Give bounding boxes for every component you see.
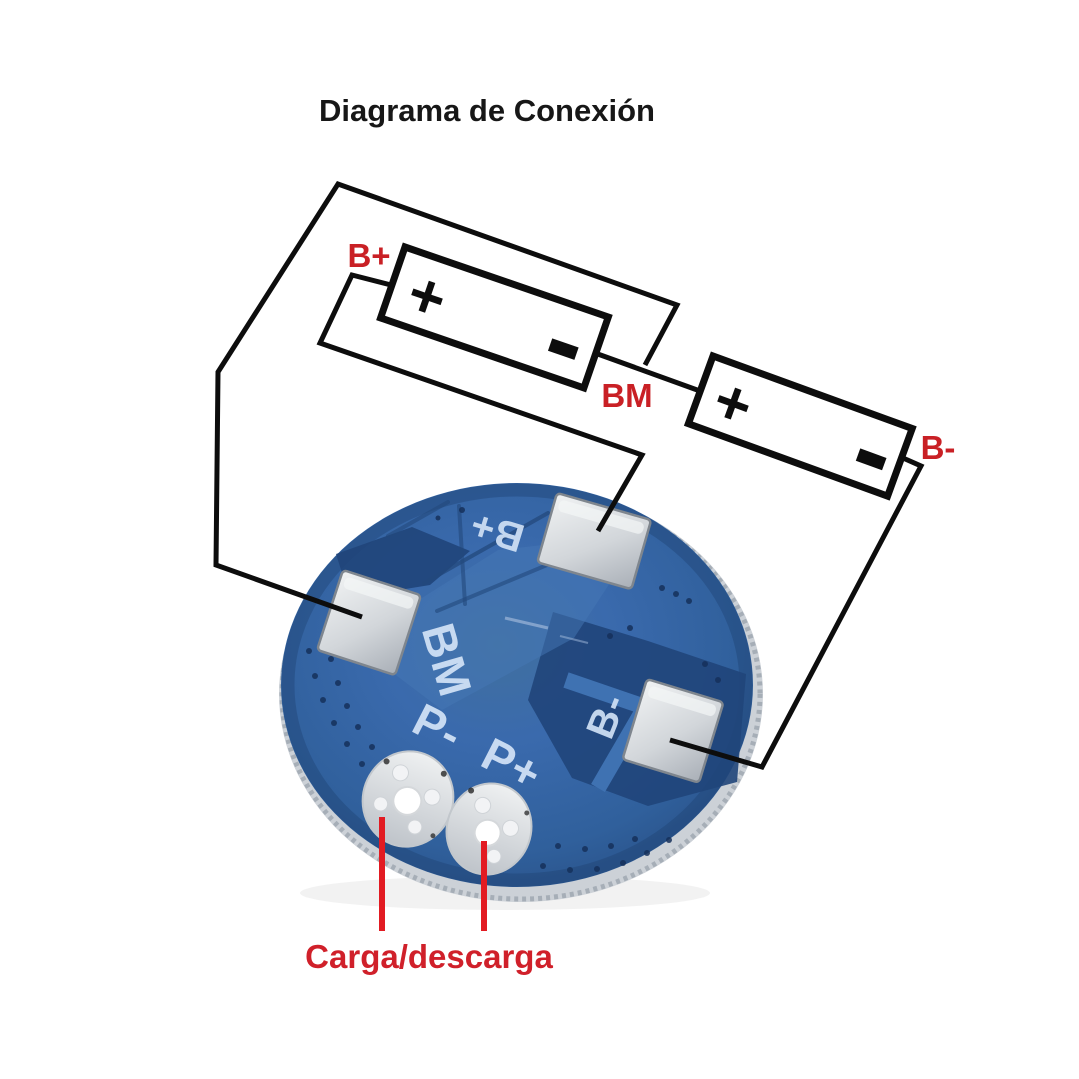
- pad-b-minus: [622, 678, 724, 783]
- wire-label-b-plus: B+: [347, 237, 390, 274]
- battery2-body: [683, 351, 917, 501]
- pcb-edge-shade: [281, 483, 753, 887]
- pad-p-minus: [361, 750, 455, 848]
- battery1-body: [376, 242, 613, 393]
- wire-label-bm: BM: [601, 377, 652, 414]
- wire-b-minus: [669, 455, 925, 770]
- battery-1: + -: [376, 242, 613, 405]
- wires: [213, 180, 925, 770]
- charge-discharge-caption: Carga/descarga: [305, 938, 553, 975]
- pcb-scratch: [559, 635, 589, 644]
- pcb-trace-track: [422, 511, 550, 585]
- battery-2: + -: [683, 351, 917, 515]
- wire-label-b-minus: B-: [921, 429, 956, 466]
- wire-battery1-battery2: [594, 350, 701, 394]
- pad-b-plus: [536, 492, 652, 590]
- pad-p-plus: [445, 782, 533, 876]
- pcb-board: B+ BM B- P- P+: [279, 483, 763, 910]
- pad-bm: [316, 569, 422, 676]
- p-minus-hole: [392, 785, 423, 816]
- pcb-trace-track: [457, 504, 467, 606]
- wire-b-plus: [316, 272, 646, 533]
- wire-bm-loop: [213, 180, 681, 620]
- diagram-title: Diagrama de Conexión: [319, 93, 655, 128]
- pcb-trace-track: [386, 500, 450, 538]
- pcb-sheen-band: [352, 534, 642, 710]
- pcb-scratch: [504, 616, 549, 630]
